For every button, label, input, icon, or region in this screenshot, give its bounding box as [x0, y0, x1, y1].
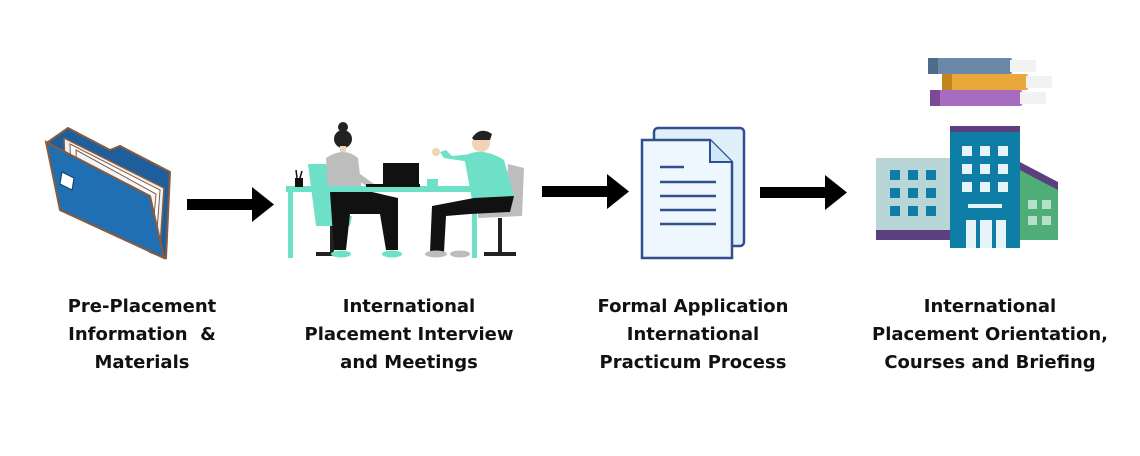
step-1-label: Pre-Placement Information & Materials [67, 296, 217, 373]
step-2-label: International Placement Interview and Me… [304, 296, 514, 373]
arrow-1 [187, 187, 274, 222]
document-icon [640, 126, 746, 260]
step-3-label: Formal Application International Practic… [597, 296, 789, 373]
buildings-books-icon [876, 58, 1058, 248]
arrow-2 [542, 174, 629, 209]
meeting-icon [286, 122, 524, 258]
step-4-label: International Placement Orientation, Cou… [872, 296, 1108, 373]
arrow-3 [760, 175, 847, 210]
folder-icon [44, 126, 172, 260]
